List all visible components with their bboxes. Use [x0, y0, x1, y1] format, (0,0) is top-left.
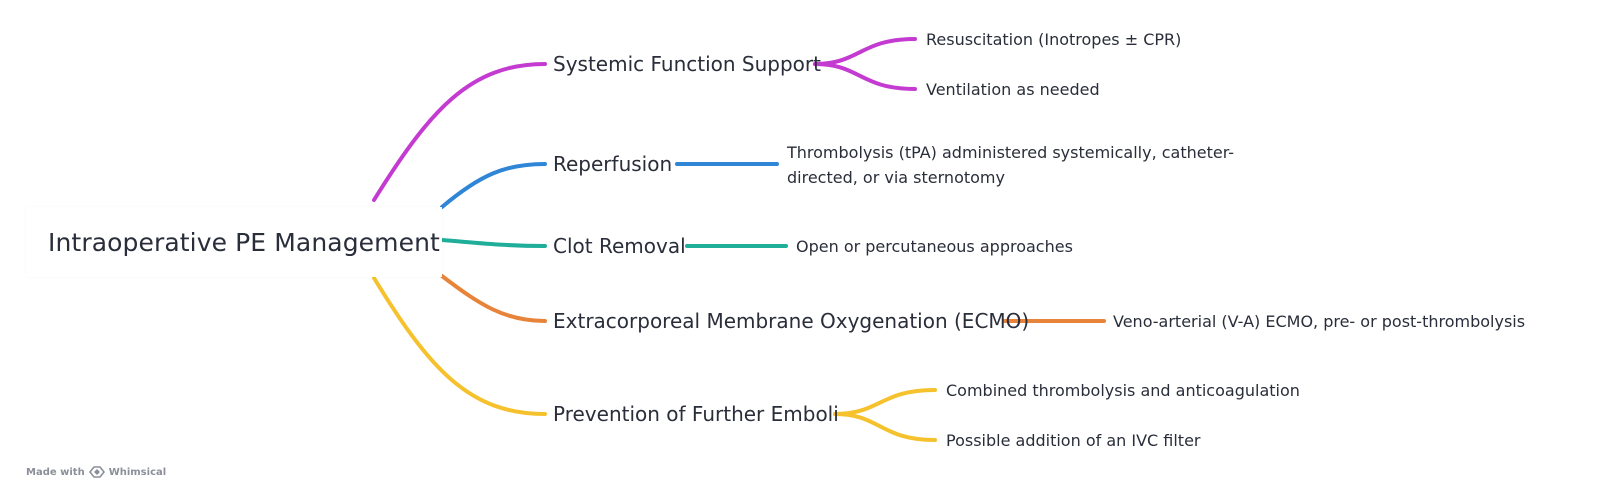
connector-prevention-combined — [833, 388, 937, 416]
made-with-whimsical[interactable]: Made with Whimsical — [26, 466, 166, 478]
leaf-combined-thrombolysis[interactable]: Combined thrombolysis and anticoagulatio… — [946, 379, 1300, 403]
connector-systemic-ventilation — [813, 62, 917, 91]
branch-systemic-function-support[interactable]: Systemic Function Support — [553, 52, 821, 76]
leaf-label: Thrombolysis (tPA) administered systemic… — [787, 143, 1235, 187]
leaf-label: Possible addition of an IVC filter — [946, 431, 1201, 450]
branch-reperfusion[interactable]: Reperfusion — [553, 152, 672, 176]
connector-root-prevention — [372, 276, 547, 416]
branch-prevention-further-emboli[interactable]: Prevention of Further Emboli — [553, 402, 839, 426]
whimsical-brand-label: Whimsical — [108, 466, 167, 478]
leaf-label: Ventilation as needed — [926, 80, 1100, 99]
leaf-resuscitation[interactable]: Resuscitation (Inotropes ± CPR) — [926, 28, 1181, 52]
branch-label: Systemic Function Support — [553, 52, 821, 76]
leaf-label: Resuscitation (Inotropes ± CPR) — [926, 30, 1182, 49]
branch-ecmo[interactable]: Extracorporeal Membrane Oxygenation (ECM… — [553, 309, 1029, 333]
leaf-ventilation[interactable]: Ventilation as needed — [926, 78, 1100, 102]
leaf-label: Veno-arterial (V-A) ECMO, pre- or post-t… — [1113, 312, 1526, 331]
branch-label: Clot Removal — [553, 234, 686, 258]
branch-label: Prevention of Further Emboli — [553, 402, 839, 426]
root-node[interactable]: Intraoperative PE Management — [26, 207, 442, 277]
whimsical-logo-icon — [88, 466, 105, 478]
root-label: Intraoperative PE Management — [48, 227, 440, 257]
leaf-label: Open or percutaneous approaches — [796, 237, 1073, 256]
leaf-open-percutaneous[interactable]: Open or percutaneous approaches — [796, 235, 1073, 259]
branch-label: Extracorporeal Membrane Oxygenation (ECM… — [553, 309, 1030, 333]
branch-label: Reperfusion — [553, 152, 673, 176]
leaf-va-ecmo[interactable]: Veno-arterial (V-A) ECMO, pre- or post-t… — [1113, 310, 1525, 334]
connector-root-clot — [440, 238, 547, 248]
branch-clot-removal[interactable]: Clot Removal — [553, 234, 686, 258]
connector-root-reperfusion — [440, 162, 547, 209]
leaf-thrombolysis[interactable]: Thrombolysis (tPA) administered systemic… — [787, 140, 1257, 190]
leaf-label: Combined thrombolysis and anticoagulatio… — [946, 381, 1300, 400]
connector-systemic-resuscitation — [813, 37, 917, 66]
leaf-ivc-filter[interactable]: Possible addition of an IVC filter — [946, 429, 1201, 453]
connector-prevention-ivc — [833, 412, 937, 442]
connector-root-ecmo — [440, 274, 547, 323]
made-with-label: Made with — [26, 466, 85, 478]
connector-root-systemic — [372, 62, 547, 202]
